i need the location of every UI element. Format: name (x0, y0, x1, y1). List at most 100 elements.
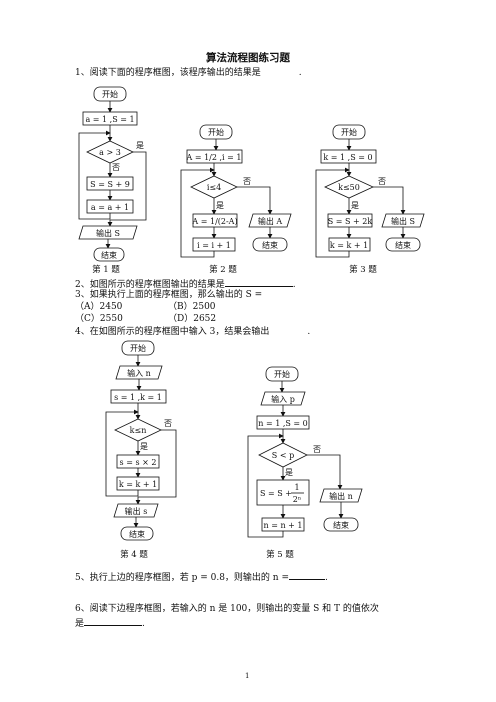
a-update-label: a = a + 1 (91, 203, 129, 212)
start-label: 开始 (102, 89, 118, 99)
question-2-text: 2、如图所示的程序框图输出的结果是 (75, 280, 225, 290)
question-6-line-2: 是. (75, 616, 145, 630)
option-d: （D）2652 (168, 314, 217, 324)
end-terminal (252, 237, 288, 252)
caption-2: 第 2 题 (209, 264, 237, 275)
i-update-label: i = i + 1 (197, 241, 231, 250)
end-label: 结束 (262, 240, 278, 250)
s-update-box (327, 213, 373, 228)
fraction-denominator: 2ⁿ (293, 495, 302, 504)
question-6-text: 是 (75, 619, 85, 629)
question-4: 4、在如图所示的程序框图中输入 3，结果会输出. (75, 326, 310, 338)
fraction-numerator: 1 (294, 483, 299, 492)
input-parallelogram (260, 391, 306, 406)
init-box (186, 149, 243, 164)
n-update-label: n = n + 1 (264, 521, 303, 530)
start-label: 开始 (274, 369, 290, 379)
end-label: 结束 (129, 529, 145, 539)
output-label: 输出 S (391, 216, 415, 226)
output-parallelogram (319, 488, 363, 503)
question-5-text: 5、执行上边的程序框图，若 p = 0.8，则输出的 n = (75, 573, 289, 583)
end-label: 结束 (333, 520, 349, 530)
question-6-end: . (142, 619, 145, 629)
flowchart-2: 开始 A = 1/2 ,i = 1 i≤4 否 是 A = 1/(2-A) i … (180, 124, 292, 275)
a-update-label: A = 1/(2-A) (191, 217, 237, 226)
question-6-line-1: 6、阅读下边程序框图，若输入的 n 是 100，则输出的变量 S 和 T 的值依… (75, 604, 379, 614)
question-3: 3、如果执行上面的程序框图，那么输出的 S = (75, 290, 263, 300)
question-1: 1、阅读下面的程序框图，该程序输出的结果是. (75, 67, 302, 79)
caption-5: 第 5 题 (266, 549, 294, 560)
init-label: s = 1 ,k = 1 (114, 393, 162, 402)
question-5: 5、执行上边的程序框图，若 p = 0.8，则输出的 n =. (75, 570, 328, 584)
s-update-label: s = s × 2 (120, 458, 157, 467)
question-5-end: . (324, 573, 328, 583)
output-parallelogram (113, 503, 159, 518)
init-label: n = 1 ,S = 0 (258, 419, 307, 428)
output-label: 输出 n (329, 491, 353, 501)
no-label: 否 (243, 177, 251, 186)
question-4-end: . (307, 327, 311, 337)
init-box (110, 389, 167, 404)
start-label: 开始 (130, 343, 146, 353)
caption-1: 第 1 题 (92, 264, 120, 275)
s-update-label: S = S + (260, 489, 292, 498)
question-1-end: . (298, 68, 302, 78)
start-label: 开始 (341, 127, 357, 137)
answer-blank (224, 277, 293, 287)
cond-label: S < p (272, 451, 294, 460)
option-c: （C）2550 (75, 314, 123, 324)
end-terminal (385, 237, 421, 252)
flowchart-4: 开始 输入 n s = 1 ,k = 1 k≤n 否 是 s = s × 2 k… (105, 340, 177, 560)
caption-3: 第 3 题 (349, 264, 377, 275)
output-label: 输出 S (96, 228, 120, 238)
yes-label: 是 (216, 201, 224, 210)
no-label: 否 (164, 419, 172, 428)
cond-label: a > 3 (99, 148, 121, 157)
flowchart-5: 开始 输入 p n = 1 ,S = 0 S < p 否 是 S = S + 1… (247, 366, 363, 560)
end-label: 结束 (101, 250, 117, 260)
cond-label: k≤50 (338, 183, 360, 192)
init-box (320, 149, 377, 164)
k-update-label: k = k + 1 (330, 241, 368, 250)
output-label: 输出 s (125, 506, 148, 516)
end-terminal (120, 526, 154, 541)
question-1-text: 1、阅读下面的程序框图，该程序输出的结果是 (75, 68, 261, 78)
flowchart-1: 开始 a = 1 ,S = 1 a > 3 是 否 S = S + 9 a = … (78, 86, 147, 275)
output-parallelogram (248, 213, 292, 228)
end-label: 结束 (395, 240, 411, 250)
answer-blank (84, 616, 143, 626)
yes-label: 是 (140, 442, 148, 451)
yes-label: 是 (136, 141, 144, 150)
no-label: 否 (313, 445, 321, 454)
option-a: （A）2450 (75, 302, 123, 312)
init-label: a = 1 ,S = 1 (85, 115, 134, 124)
output-parallelogram (381, 213, 425, 228)
input-parallelogram (115, 365, 163, 380)
s-update-label: S = S + 9 (90, 180, 130, 189)
cond-label: i≤4 (207, 183, 221, 192)
cond-label: k≤n (130, 426, 147, 435)
output-label: 输出 A (258, 216, 283, 226)
no-label: 否 (378, 177, 386, 186)
input-label: 输入 n (127, 368, 151, 378)
yes-label: 是 (351, 201, 359, 210)
end-terminal (323, 517, 359, 532)
end-terminal (93, 247, 125, 262)
caption-4: 第 4 题 (120, 549, 148, 560)
init-label: A = 1/2 ,i = 1 (186, 153, 242, 162)
input-label: 输入 p (271, 394, 295, 404)
page-number: 1 (245, 672, 250, 680)
question-2-end: . (292, 280, 296, 290)
init-label: k = 1 ,S = 0 (323, 153, 372, 162)
option-b: （B）2500 (168, 302, 216, 312)
answer-blank (288, 570, 325, 580)
no-label: 否 (112, 163, 120, 172)
question-4-text: 4、在如图所示的程序框图中输入 3，结果会输出 (75, 327, 270, 337)
k-update-label: k = k + 1 (119, 480, 157, 489)
yes-label: 是 (285, 468, 293, 477)
output-parallelogram (78, 225, 138, 240)
k-update-box (328, 237, 371, 252)
s-update-label: S = S + 2k (328, 217, 373, 226)
question-2: 2、如图所示的程序框图输出的结果是. (75, 277, 296, 291)
